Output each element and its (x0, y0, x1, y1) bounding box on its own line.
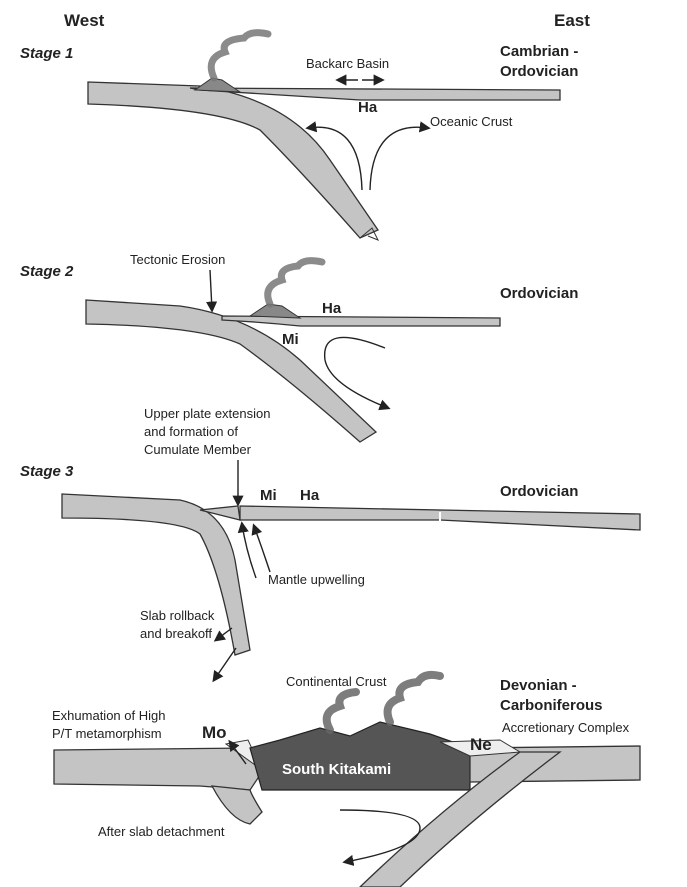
stage-4-accretionary-label: Accretionary Complex (502, 720, 630, 735)
stage-4-mo-label: Mo (202, 723, 227, 742)
stage-2-oceanic-crust (222, 316, 500, 326)
stage-2-volcano (250, 304, 300, 318)
stage-4-continental-label: Continental Crust (286, 674, 387, 689)
stage-4: Devonian - Carboniferous Accretionary Co… (52, 674, 640, 887)
west-label: West (64, 11, 105, 30)
stage-3-upper-line3: Cumulate Member (144, 442, 252, 457)
stage-2-ha-label: Ha (322, 300, 342, 317)
stage-4-exhumation-line2: P/T metamorphism (52, 726, 162, 741)
stage-1-ha-label: Ha (358, 99, 378, 116)
stage-4-west-plate (54, 748, 262, 790)
stage-1-smoke (211, 33, 268, 78)
stage-3-mantle-arrow-2 (254, 526, 270, 572)
stage-3-mi-label: Mi (260, 487, 277, 504)
stage-3-mantle-arrow-1 (242, 524, 256, 578)
stage-1-upwelling-right (370, 127, 428, 190)
stage-4-detach-label: After slab detachment (98, 824, 225, 839)
stage-2: Stage 2 Ordovician Tectonic Erosion Ha M… (20, 252, 578, 442)
stage-4-kitakami-label: South Kitakami (282, 761, 391, 778)
stage-1: Stage 1 Cambrian - Ordovician Backarc Ba… (20, 33, 578, 240)
stage-1-subducting-slab (88, 82, 378, 238)
stage-4-exhumation-line1: Exhumation of High (52, 708, 165, 723)
stage-4-period-line1: Devonian - (500, 677, 577, 694)
stage-2-title: Stage 2 (20, 263, 74, 280)
stage-4-detached-slab (212, 786, 262, 824)
stage-3-upper-line1: Upper plate extension (144, 406, 270, 421)
stage-2-tectonic-label: Tectonic Erosion (130, 252, 225, 267)
stage-2-mi-label: Mi (282, 331, 299, 348)
east-label: East (554, 11, 590, 30)
stage-3: Upper plate extension and formation of C… (20, 406, 640, 680)
stage-2-tectonic-arrow (210, 270, 212, 310)
stage-1-oceanic-label: Oceanic Crust (430, 114, 513, 129)
stage-2-smoke (268, 261, 322, 304)
stage-4-continental-crust (250, 722, 470, 790)
stage-3-breakoff-arrow (214, 648, 236, 680)
stage-4-period-line2: Carboniferous (500, 697, 603, 714)
stage-1-backarc-label: Backarc Basin (306, 56, 389, 71)
stage-2-period: Ordovician (500, 285, 578, 302)
stage-3-upper-line2: and formation of (144, 424, 238, 439)
stage-3-period: Ordovician (500, 483, 578, 500)
stage-1-volcano (195, 78, 240, 92)
stage-1-title: Stage 1 (20, 45, 73, 62)
stage-4-smoke-2 (388, 675, 440, 722)
stage-3-slab-line2: and breakoff (140, 626, 212, 641)
stage-1-period-line2: Ordovician (500, 63, 578, 80)
stage-3-ha-label: Ha (300, 487, 320, 504)
stage-4-ne-label: Ne (470, 735, 492, 754)
stage-3-title: Stage 3 (20, 463, 74, 480)
stage-3-slab-line1: Slab rollback (140, 608, 215, 623)
stage-1-period-line1: Cambrian - (500, 43, 578, 60)
stage-4-smoke-1 (327, 692, 356, 730)
stage-3-mantle-label: Mantle upwelling (268, 572, 365, 587)
stage-3-rollback-arrow (216, 628, 232, 640)
